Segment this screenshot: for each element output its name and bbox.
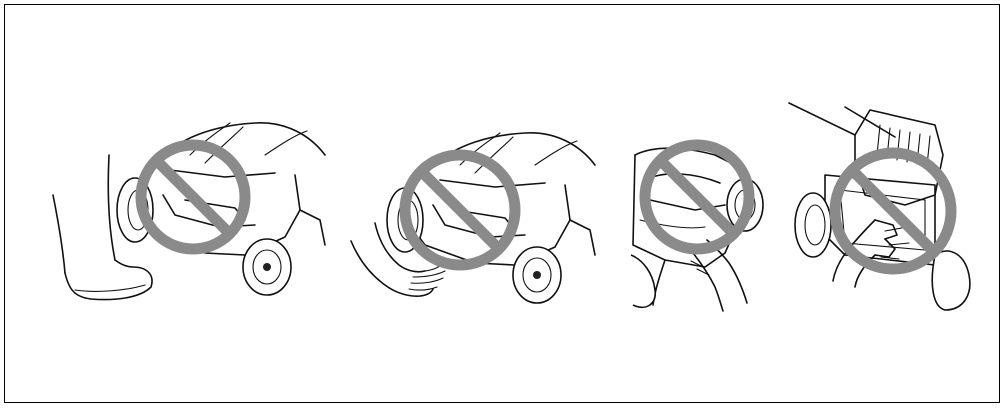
panel-hand-under-deck bbox=[345, 5, 635, 404]
prohibited-icon bbox=[141, 145, 245, 249]
panel-foot-under-deck bbox=[45, 5, 335, 404]
hand-illustration bbox=[833, 220, 909, 287]
panel-hand-in-grass-bag bbox=[785, 5, 995, 404]
mower-rear-open-illustration bbox=[789, 103, 970, 310]
panel-hand-at-discharge bbox=[625, 5, 775, 404]
warning-illustration-frame bbox=[4, 4, 1000, 403]
